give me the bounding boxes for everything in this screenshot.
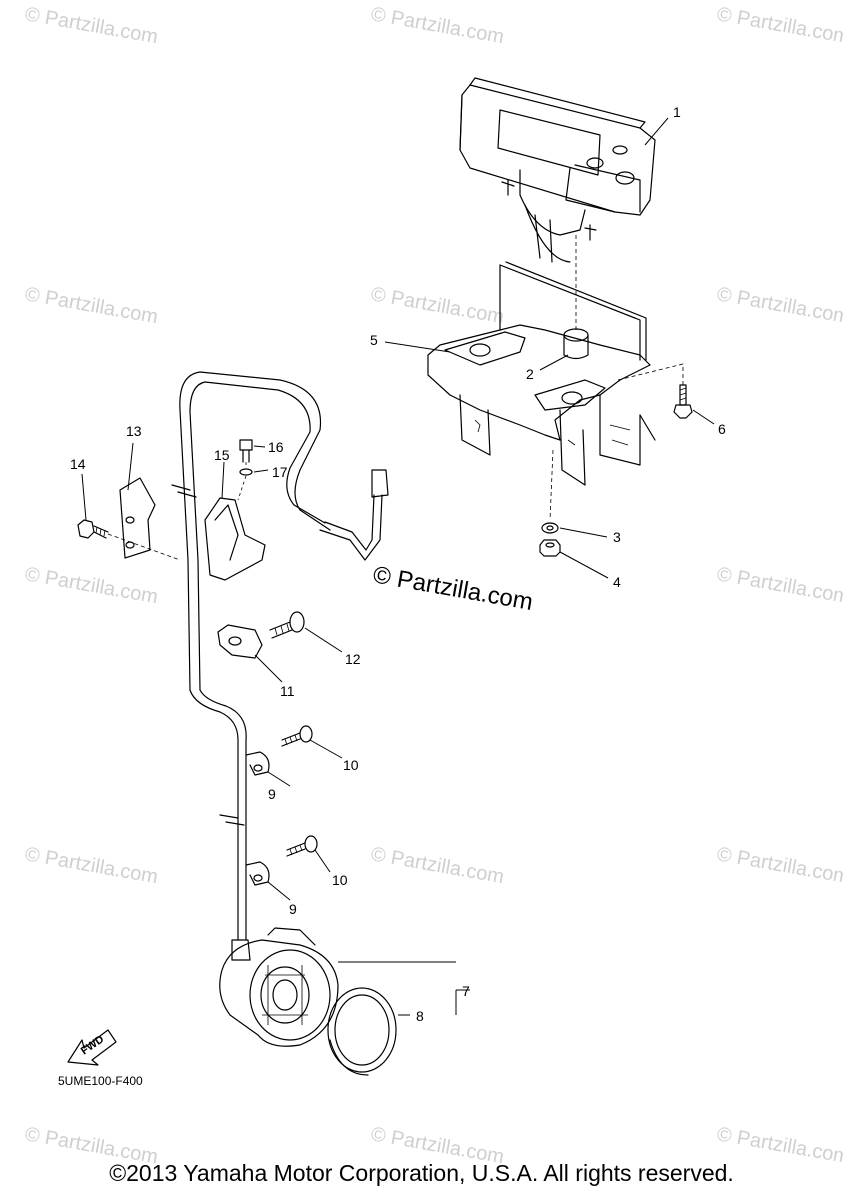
oil-seal-part [327,987,397,1076]
callout-17: 17 [272,464,288,480]
flange-bolt-part [269,611,305,639]
speedometer-cable-part [171,371,389,941]
screw-part [281,725,313,747]
meter-assembly-part [459,77,656,263]
watermark-text: © Partzilla.com [23,3,160,48]
fwd-arrow-icon: FWD [67,1029,117,1066]
callout-13: 13 [126,423,142,439]
callout-10b: 10 [332,872,348,888]
callout-8: 8 [416,1008,424,1024]
clamp-plate-part [217,624,263,659]
callout-4: 4 [613,574,621,590]
callout-16: 16 [268,439,284,455]
washer-part [541,522,559,534]
callout-1: 1 [673,104,681,120]
callout-11: 11 [280,683,295,699]
washer-part [239,468,253,476]
fwd-label: FWD [79,1033,106,1057]
cable-guide-plate-part [119,477,156,559]
callout-12: 12 [345,651,361,667]
callout-2: 2 [526,366,534,382]
watermark-text: © Partzilla.com [715,563,843,608]
bolt-part [673,384,693,419]
watermark-text: © Partzilla.com [715,3,843,48]
leader-lines [81,117,715,1016]
screw-part [286,835,318,857]
speedometer-gear-unit-part [219,927,339,1047]
meter-bracket-part [427,261,656,486]
cable-holder-part [204,497,266,581]
watermark-text: © Partzilla.com [369,843,506,888]
watermark-text: © Partzilla.com [369,3,506,48]
watermark-text: © Partzilla.com [715,843,843,888]
diagram-code: 5UME100-F400 [58,1074,143,1088]
bolt-part [239,439,253,463]
clamp-part [245,751,270,776]
callout-15: 15 [214,447,230,463]
callout-9b: 9 [289,901,297,917]
watermark-text: © Partzilla.com [23,843,160,888]
center-watermark: © Partzilla.com [371,561,535,616]
watermark-text: © Partzilla.com [23,283,160,328]
copyright-notice: ©2013 Yamaha Motor Corporation, U.S.A. A… [109,1160,734,1186]
callout-3: 3 [613,529,621,545]
callout-9: 9 [268,786,276,802]
callout-10: 10 [343,757,359,773]
watermark-text: © Partzilla.com [715,283,843,328]
nut-part [539,539,561,557]
damper-part [563,235,589,360]
clamp-part [245,861,270,886]
callout-5: 5 [370,332,378,348]
callout-14: 14 [70,456,86,472]
callout-7: 7 [462,983,470,999]
callout-6: 6 [718,421,726,437]
watermark-text: © Partzilla.com [23,563,160,608]
callout-numbers: 1 2 3 4 5 6 7 8 9 9 10 10 11 12 13 14 15… [70,104,726,1024]
watermark-text: © Partzilla.com [369,283,506,328]
bolt-part [77,519,109,539]
